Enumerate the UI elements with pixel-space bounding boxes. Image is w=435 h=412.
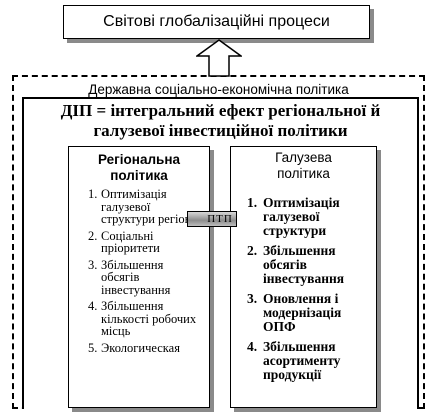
up-arrow: [196, 39, 242, 77]
item-number: 4.: [247, 339, 258, 354]
list-item: 2.Соціальні пріоритети: [69, 228, 209, 255]
sectoral-policy-list: 1. Оптимізація галузевої структури 2. Збіл…: [231, 196, 376, 382]
item-number: 1.: [247, 195, 258, 210]
regional-policy-title: Регіональна політика: [69, 152, 209, 184]
regional-policy-list: 1.Оптимізація галузевої структури регіон…: [69, 188, 209, 354]
item-number: 1.: [88, 187, 98, 201]
item-number: 4.: [88, 299, 98, 313]
list-item: 3.Збільшення обсягів інвестування: [69, 257, 209, 297]
ptp-connector-label: ПТП: [207, 213, 233, 225]
regional-title-line2: політика: [110, 168, 168, 183]
regional-policy-box: Регіональна політика 1.Оптимізація галуз…: [68, 146, 210, 408]
state-policy-title: Державна соціально-економічна політика: [88, 82, 349, 97]
item-text: Соціальні пріоритети: [101, 228, 160, 255]
item-number: 2.: [247, 243, 258, 258]
item-text: Оптимізація галузевої структури регіону: [101, 187, 198, 226]
list-item: 1. Оптимізація галузевої структури: [231, 196, 376, 238]
list-item: 4. Збільшення асортименту продукції: [231, 340, 376, 382]
item-text: Збільшення кількості робочих місць: [101, 299, 197, 338]
item-number: 3.: [88, 257, 98, 272]
item-text: Збільшення обсягів інвестування: [101, 257, 171, 297]
list-item: 5.Экологическая: [69, 340, 209, 355]
item-text: Оновлення і модернізація ОПФ: [263, 291, 342, 334]
sectoral-title-line1: Галузева: [275, 150, 332, 165]
item-text: Оптимізація галузевої структури: [263, 195, 340, 238]
list-item: 3. Оновлення і модернізація ОПФ: [231, 292, 376, 334]
list-item: 2. Збільшення обсягів інвестування: [231, 244, 376, 286]
list-item: 4.Збільшення кількості робочих місць: [69, 300, 209, 338]
global-processes-label: Світові глобалізаційні процеси: [103, 13, 330, 30]
item-number: 5.: [88, 340, 98, 355]
dip-title: ДІП = інтегральний ефект регіональної й …: [24, 101, 417, 141]
dip-title-line2: галузевої інвестиційної політики: [93, 121, 348, 140]
list-item: 1.Оптимізація галузевої структури регіон…: [69, 188, 209, 226]
global-processes-box: Світові глобалізаційні процеси: [63, 5, 370, 39]
sectoral-policy-box: Галузева політика 1. Оптимізація галузево…: [230, 146, 377, 408]
item-number: 3.: [247, 291, 258, 306]
sectoral-title-line2: політика: [277, 166, 330, 181]
item-text: Экологическая: [101, 340, 180, 355]
regional-title-line1: Регіональна: [98, 152, 180, 167]
item-text: Збільшення асортименту продукції: [263, 339, 341, 382]
dip-title-line1: ДІП = інтегральний ефект регіональної й: [60, 101, 381, 120]
item-text: Збільшення обсягів інвестування: [263, 243, 345, 286]
ptp-connector: [187, 211, 237, 227]
item-number: 2.: [88, 228, 98, 243]
sectoral-policy-title: Галузева політика: [231, 150, 376, 182]
